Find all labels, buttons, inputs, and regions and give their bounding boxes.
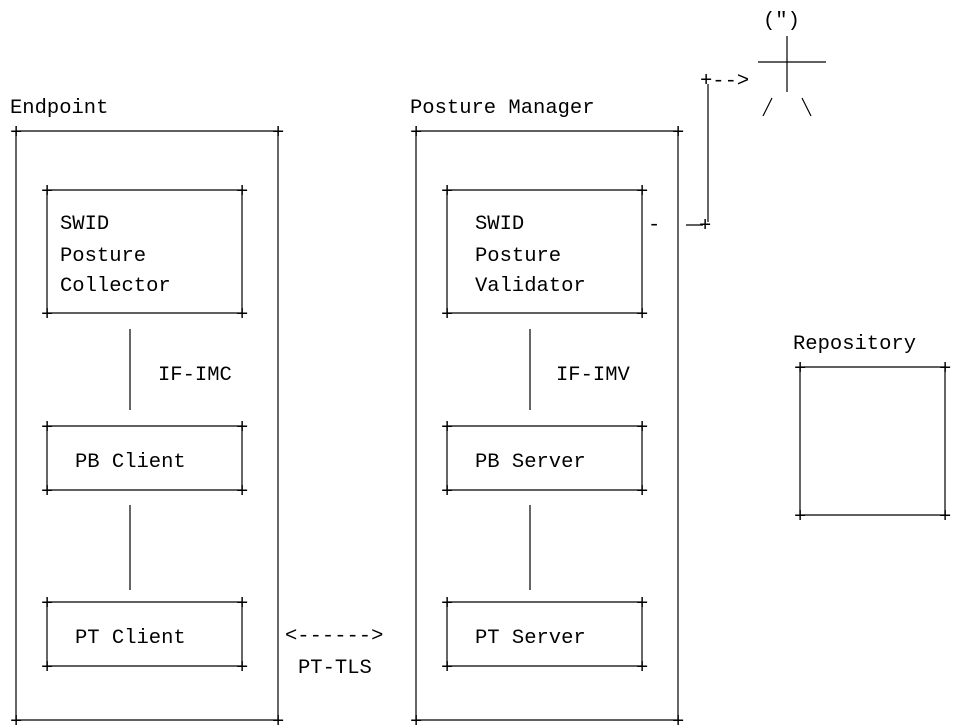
pt-client-box: + + + + PT Client (41, 593, 248, 680)
svg-text:+: + (636, 304, 648, 327)
admin-arrow: +--> (700, 70, 749, 93)
swid-collector-line-1: SWID (60, 213, 109, 236)
pt-tls-label: PT-TLS (298, 657, 372, 680)
pb-server-box: + + + + PB Server (441, 417, 648, 504)
svg-text:+: + (441, 657, 453, 680)
svg-text:+: + (441, 181, 453, 204)
svg-text:+: + (794, 358, 806, 381)
svg-text:+: + (939, 506, 951, 529)
svg-text:+: + (794, 506, 806, 529)
svg-text:+: + (410, 122, 422, 145)
svg-text:+: + (236, 481, 248, 504)
pt-tls-arrow: <------> (285, 625, 383, 648)
admin-link: - + +--> (648, 70, 749, 238)
svg-text:+: + (272, 122, 284, 145)
svg-text:+: + (672, 711, 684, 728)
svg-text:+: + (636, 593, 648, 616)
actor-right-leg (801, 97, 812, 117)
pb-client-box: + + + + PB Client (41, 417, 248, 504)
svg-text:+: + (10, 122, 22, 145)
repository-label: Repository (793, 333, 916, 356)
svg-text:+: + (441, 593, 453, 616)
swid-validator-box: + + + + SWID Posture Validator (441, 181, 648, 327)
svg-text:+: + (272, 711, 284, 728)
pb-client-label: PB Client (75, 451, 186, 474)
svg-text:+: + (236, 657, 248, 680)
svg-text:+: + (236, 304, 248, 327)
pt-tls-link: <------> PT-TLS (285, 625, 383, 680)
svg-text:+: + (441, 417, 453, 440)
swid-collector-line-2: Posture (60, 245, 146, 268)
if-imv-connector: IF-IMV (529, 329, 631, 410)
svg-text:+: + (410, 711, 422, 728)
if-imc-label: IF-IMC (158, 364, 232, 387)
svg-text:+: + (41, 304, 53, 327)
svg-text:+: + (636, 481, 648, 504)
svg-text:+: + (41, 181, 53, 204)
pt-server-label: PT Server (475, 627, 586, 650)
svg-text:+: + (636, 181, 648, 204)
repository-box: + + + + (794, 358, 951, 529)
endpoint-label: Endpoint (10, 97, 108, 120)
actor-left-leg (762, 97, 773, 117)
svg-text:+: + (41, 657, 53, 680)
svg-text:+: + (636, 657, 648, 680)
posture-manager-label: Posture Manager (410, 97, 595, 120)
swid-validator-line-1: SWID (475, 213, 524, 236)
svg-text:+: + (441, 481, 453, 504)
svg-text:+: + (441, 304, 453, 327)
swid-validator-line-2: Posture (475, 245, 561, 268)
svg-text:+: + (672, 122, 684, 145)
svg-text:+: + (41, 417, 53, 440)
svg-text:+: + (699, 215, 711, 238)
posture-manager-container: + + + + (410, 122, 684, 728)
endpoint-container: + + + + (10, 122, 284, 728)
swid-collector-box: + + + + SWID Posture Collector (41, 181, 248, 327)
svg-text:+: + (41, 481, 53, 504)
pb-server-label: PB Server (475, 451, 586, 474)
svg-text:+: + (10, 711, 22, 728)
svg-text:+: + (236, 417, 248, 440)
actor-head: (") (763, 10, 800, 33)
pt-server-box: + + + + PT Server (441, 593, 648, 680)
svg-text:+: + (236, 593, 248, 616)
validator-link-dash: - (648, 214, 660, 237)
administrator-figure: (") (758, 10, 826, 117)
pt-client-label: PT Client (75, 627, 186, 650)
if-imv-label: IF-IMV (556, 364, 631, 387)
swid-collector-line-3: Collector (60, 275, 171, 298)
svg-text:+: + (939, 358, 951, 381)
svg-text:+: + (41, 593, 53, 616)
svg-text:+: + (636, 417, 648, 440)
swid-validator-line-3: Validator (475, 275, 586, 298)
svg-text:+: + (236, 181, 248, 204)
if-imc-connector: IF-IMC (129, 329, 232, 410)
